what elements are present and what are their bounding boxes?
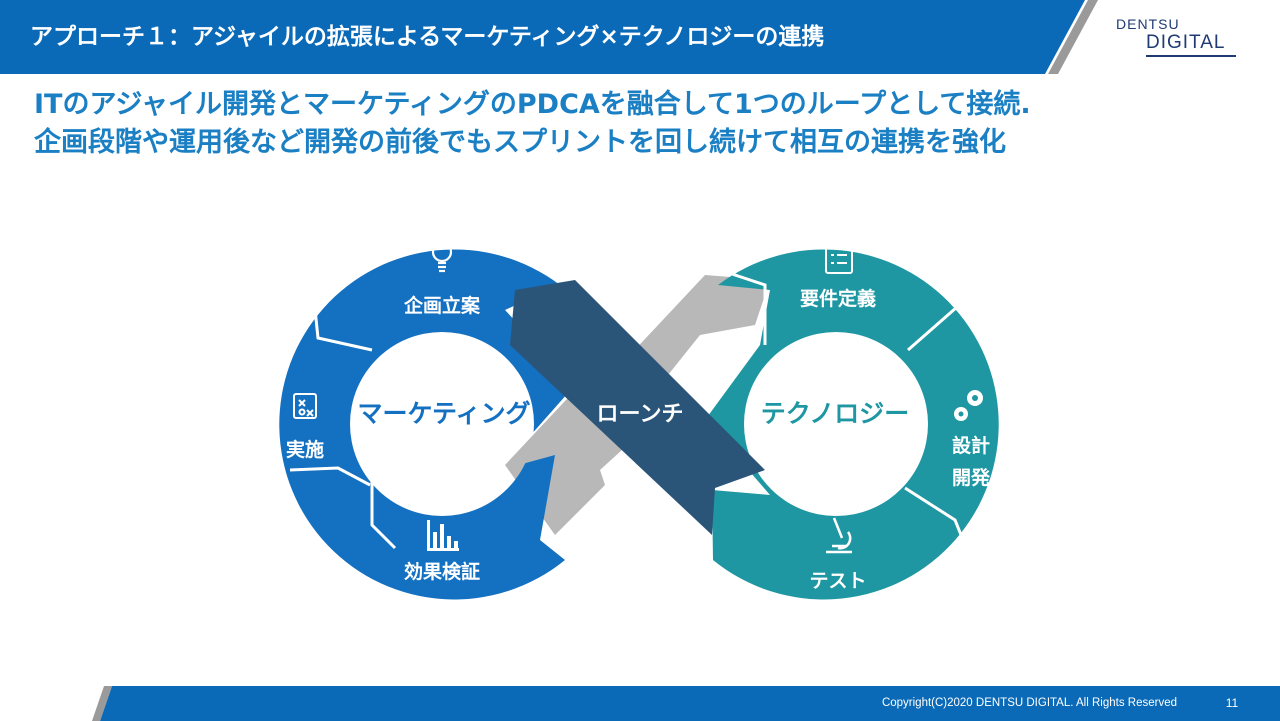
launch-band — [510, 280, 765, 535]
marketing-ring — [279, 249, 575, 600]
technology-segment-dividers — [719, 268, 970, 546]
copyright-text: Copyright(C)2020 DENTSU DIGITAL. All Rig… — [881, 697, 1177, 709]
step-execute-label: 実施 — [286, 438, 324, 461]
dentsu-digital-logo: DENTSU DIGITAL — [1112, 14, 1242, 58]
logo-line2: DIGITAL — [1146, 32, 1226, 53]
checklist-icon — [825, 238, 853, 274]
subtitle-line2: 企画段階や運用後など開発の前後でもスプリントを回し続けて相互の連携を強化 — [34, 127, 1006, 158]
technology-ring — [705, 249, 999, 600]
footer-bar — [0, 686, 1280, 721]
marketing-segment-dividers — [289, 279, 397, 550]
slide-title: アプローチ１：アジャイルの拡張によるマーケティング×テクノロジーの連携 — [30, 24, 825, 50]
strategy-board-icon — [293, 393, 317, 419]
logo-underline — [1146, 55, 1236, 57]
slide-subtitle: ITのアジャイル開発とマーケティングのPDCAを融合して1つのループとして接続.… — [34, 86, 1264, 162]
subtitle-line1: ITのアジャイル開発とマーケティングのPDCAを融合して1つのループとして接続. — [34, 89, 1031, 120]
microscope-icon — [826, 517, 852, 554]
step-test-label: テスト — [809, 570, 866, 592]
step-design-label-line1: 設計 — [952, 434, 990, 457]
gears-icon — [954, 390, 983, 421]
lightbulb-icon — [431, 241, 453, 273]
page-number: 11 — [1225, 696, 1239, 710]
marketing-label: マーケティング — [357, 399, 530, 428]
bar-chart-icon — [427, 520, 459, 551]
step-design-label-line2: 開発 — [952, 466, 991, 489]
step-plan-label: 企画立案 — [403, 294, 481, 317]
launch-label: ローンチ — [597, 402, 684, 427]
step-verify-label: 効果検証 — [404, 560, 480, 583]
step-requirements-label: 要件定義 — [800, 287, 876, 310]
header-bar — [0, 0, 1098, 74]
technology-label: テクノロジー — [761, 399, 910, 428]
logo-line1: DENTSU — [1116, 16, 1180, 32]
